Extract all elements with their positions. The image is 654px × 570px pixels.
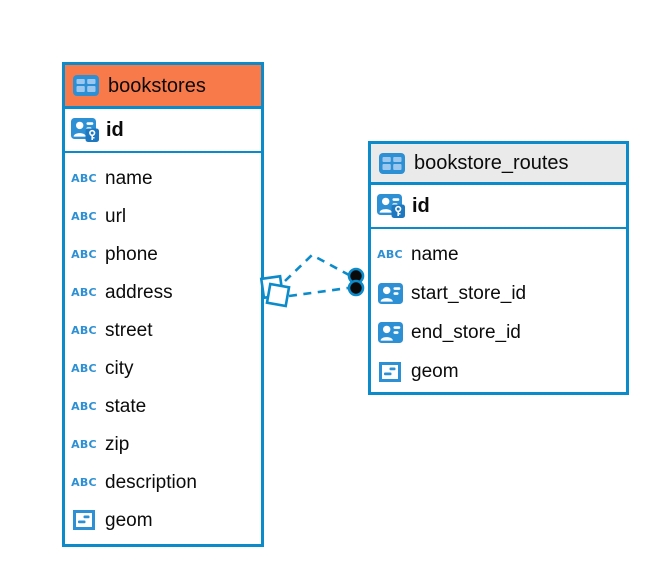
table-bookstore-routes[interactable]: bookstore_routes id ABC name (368, 141, 629, 395)
text-type-icon: ABC (377, 248, 403, 261)
column-row[interactable]: ABC city (65, 349, 261, 387)
column-row[interactable]: ABC phone (65, 235, 261, 273)
column-name: zip (105, 433, 130, 455)
text-type-icon: ABC (71, 323, 97, 337)
table-bookstores[interactable]: bookstores id ABC name ABC url (62, 62, 264, 547)
column-name: address (105, 281, 173, 303)
column-row[interactable]: ABC street (65, 311, 261, 349)
column-name: phone (105, 243, 158, 265)
table-name: bookstore_routes (414, 152, 569, 174)
text-type-icon: ABC (71, 399, 97, 413)
table-icon (378, 152, 406, 174)
relationship-dot-endpoint[interactable] (347, 279, 365, 297)
reference-icon (376, 283, 404, 304)
column-name: street (105, 319, 153, 341)
relationship-line[interactable] (284, 253, 350, 282)
relationship-diamond-endpoint[interactable] (259, 274, 285, 300)
column-list: ABC name start_store_id (371, 229, 626, 391)
text-type-icon: ABC (71, 171, 97, 185)
column-row[interactable]: ABC zip (65, 425, 261, 463)
column-row[interactable]: ABC name (371, 235, 626, 274)
text-type-icon: ABC (71, 361, 97, 375)
column-row[interactable]: end_store_id (371, 313, 626, 352)
column-name: end_store_id (411, 322, 521, 343)
column-name: geom (411, 361, 459, 382)
primary-key-icon (71, 118, 99, 142)
geometry-type-icon (70, 510, 98, 530)
column-row[interactable]: start_store_id (371, 274, 626, 313)
geometry-type-icon (376, 361, 404, 382)
table-name: bookstores (108, 74, 206, 97)
text-type-icon: ABC (71, 285, 97, 299)
relationship-line[interactable] (288, 286, 349, 298)
relationship-diamond-endpoint[interactable] (265, 282, 291, 308)
column-row[interactable]: geom (65, 501, 261, 539)
primary-key-icon (377, 194, 405, 218)
column-row[interactable]: ABC description (65, 463, 261, 501)
column-name: id (412, 195, 430, 217)
table-icon (72, 75, 100, 96)
reference-icon (376, 322, 404, 343)
column-list: ABC name ABC url ABC phone ABC address A… (65, 153, 261, 539)
column-row-pk[interactable]: id (65, 109, 261, 153)
relationship-dot-endpoint[interactable] (347, 267, 365, 285)
column-row[interactable]: ABC name (65, 159, 261, 197)
column-name: id (106, 119, 124, 141)
column-name: url (105, 205, 127, 227)
column-row[interactable]: geom (371, 352, 626, 391)
text-type-icon: ABC (71, 247, 97, 261)
text-type-icon: ABC (71, 209, 97, 223)
text-type-icon: ABC (71, 437, 97, 451)
table-bookstores-header[interactable]: bookstores (65, 65, 261, 109)
column-name: name (411, 244, 459, 265)
table-bookstore-routes-header[interactable]: bookstore_routes (371, 144, 626, 185)
column-name: name (105, 167, 153, 189)
column-row[interactable]: ABC address (65, 273, 261, 311)
column-name: city (105, 357, 134, 379)
text-type-icon: ABC (71, 475, 97, 489)
column-row[interactable]: ABC state (65, 387, 261, 425)
column-name: state (105, 395, 147, 417)
column-row-pk[interactable]: id (371, 185, 626, 229)
column-name: geom (105, 509, 153, 531)
column-name: description (105, 471, 197, 493)
column-row[interactable]: ABC url (65, 197, 261, 235)
column-name: start_store_id (411, 283, 527, 304)
